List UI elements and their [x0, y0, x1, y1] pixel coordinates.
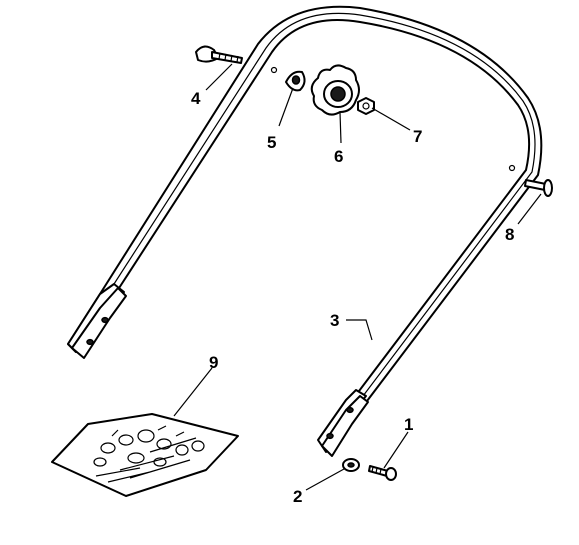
hex-nut — [357, 97, 375, 115]
star-knob — [310, 64, 360, 116]
callout-7: 7 — [413, 127, 422, 146]
callout-1: 1 — [404, 415, 413, 434]
callout-labels: 1 2 3 4 5 6 7 8 9 — [191, 89, 514, 506]
handle-left-end — [67, 283, 127, 359]
callout-4: 4 — [191, 89, 201, 108]
handle-bar — [67, 5, 543, 453]
cup-washer — [285, 70, 306, 92]
callout-3: 3 — [330, 311, 339, 330]
leader-lines — [173, 63, 542, 491]
callout-9: 9 — [209, 353, 218, 372]
callout-8: 8 — [505, 225, 514, 244]
callout-5: 5 — [267, 133, 276, 152]
callout-2: 2 — [293, 487, 302, 506]
hardware-bag — [51, 413, 239, 497]
screw — [368, 465, 397, 481]
carriage-bolt — [524, 179, 553, 197]
handle-right-end — [317, 389, 369, 457]
callout-6: 6 — [334, 147, 343, 166]
washer — [342, 458, 360, 472]
wing-bolt — [195, 45, 243, 64]
